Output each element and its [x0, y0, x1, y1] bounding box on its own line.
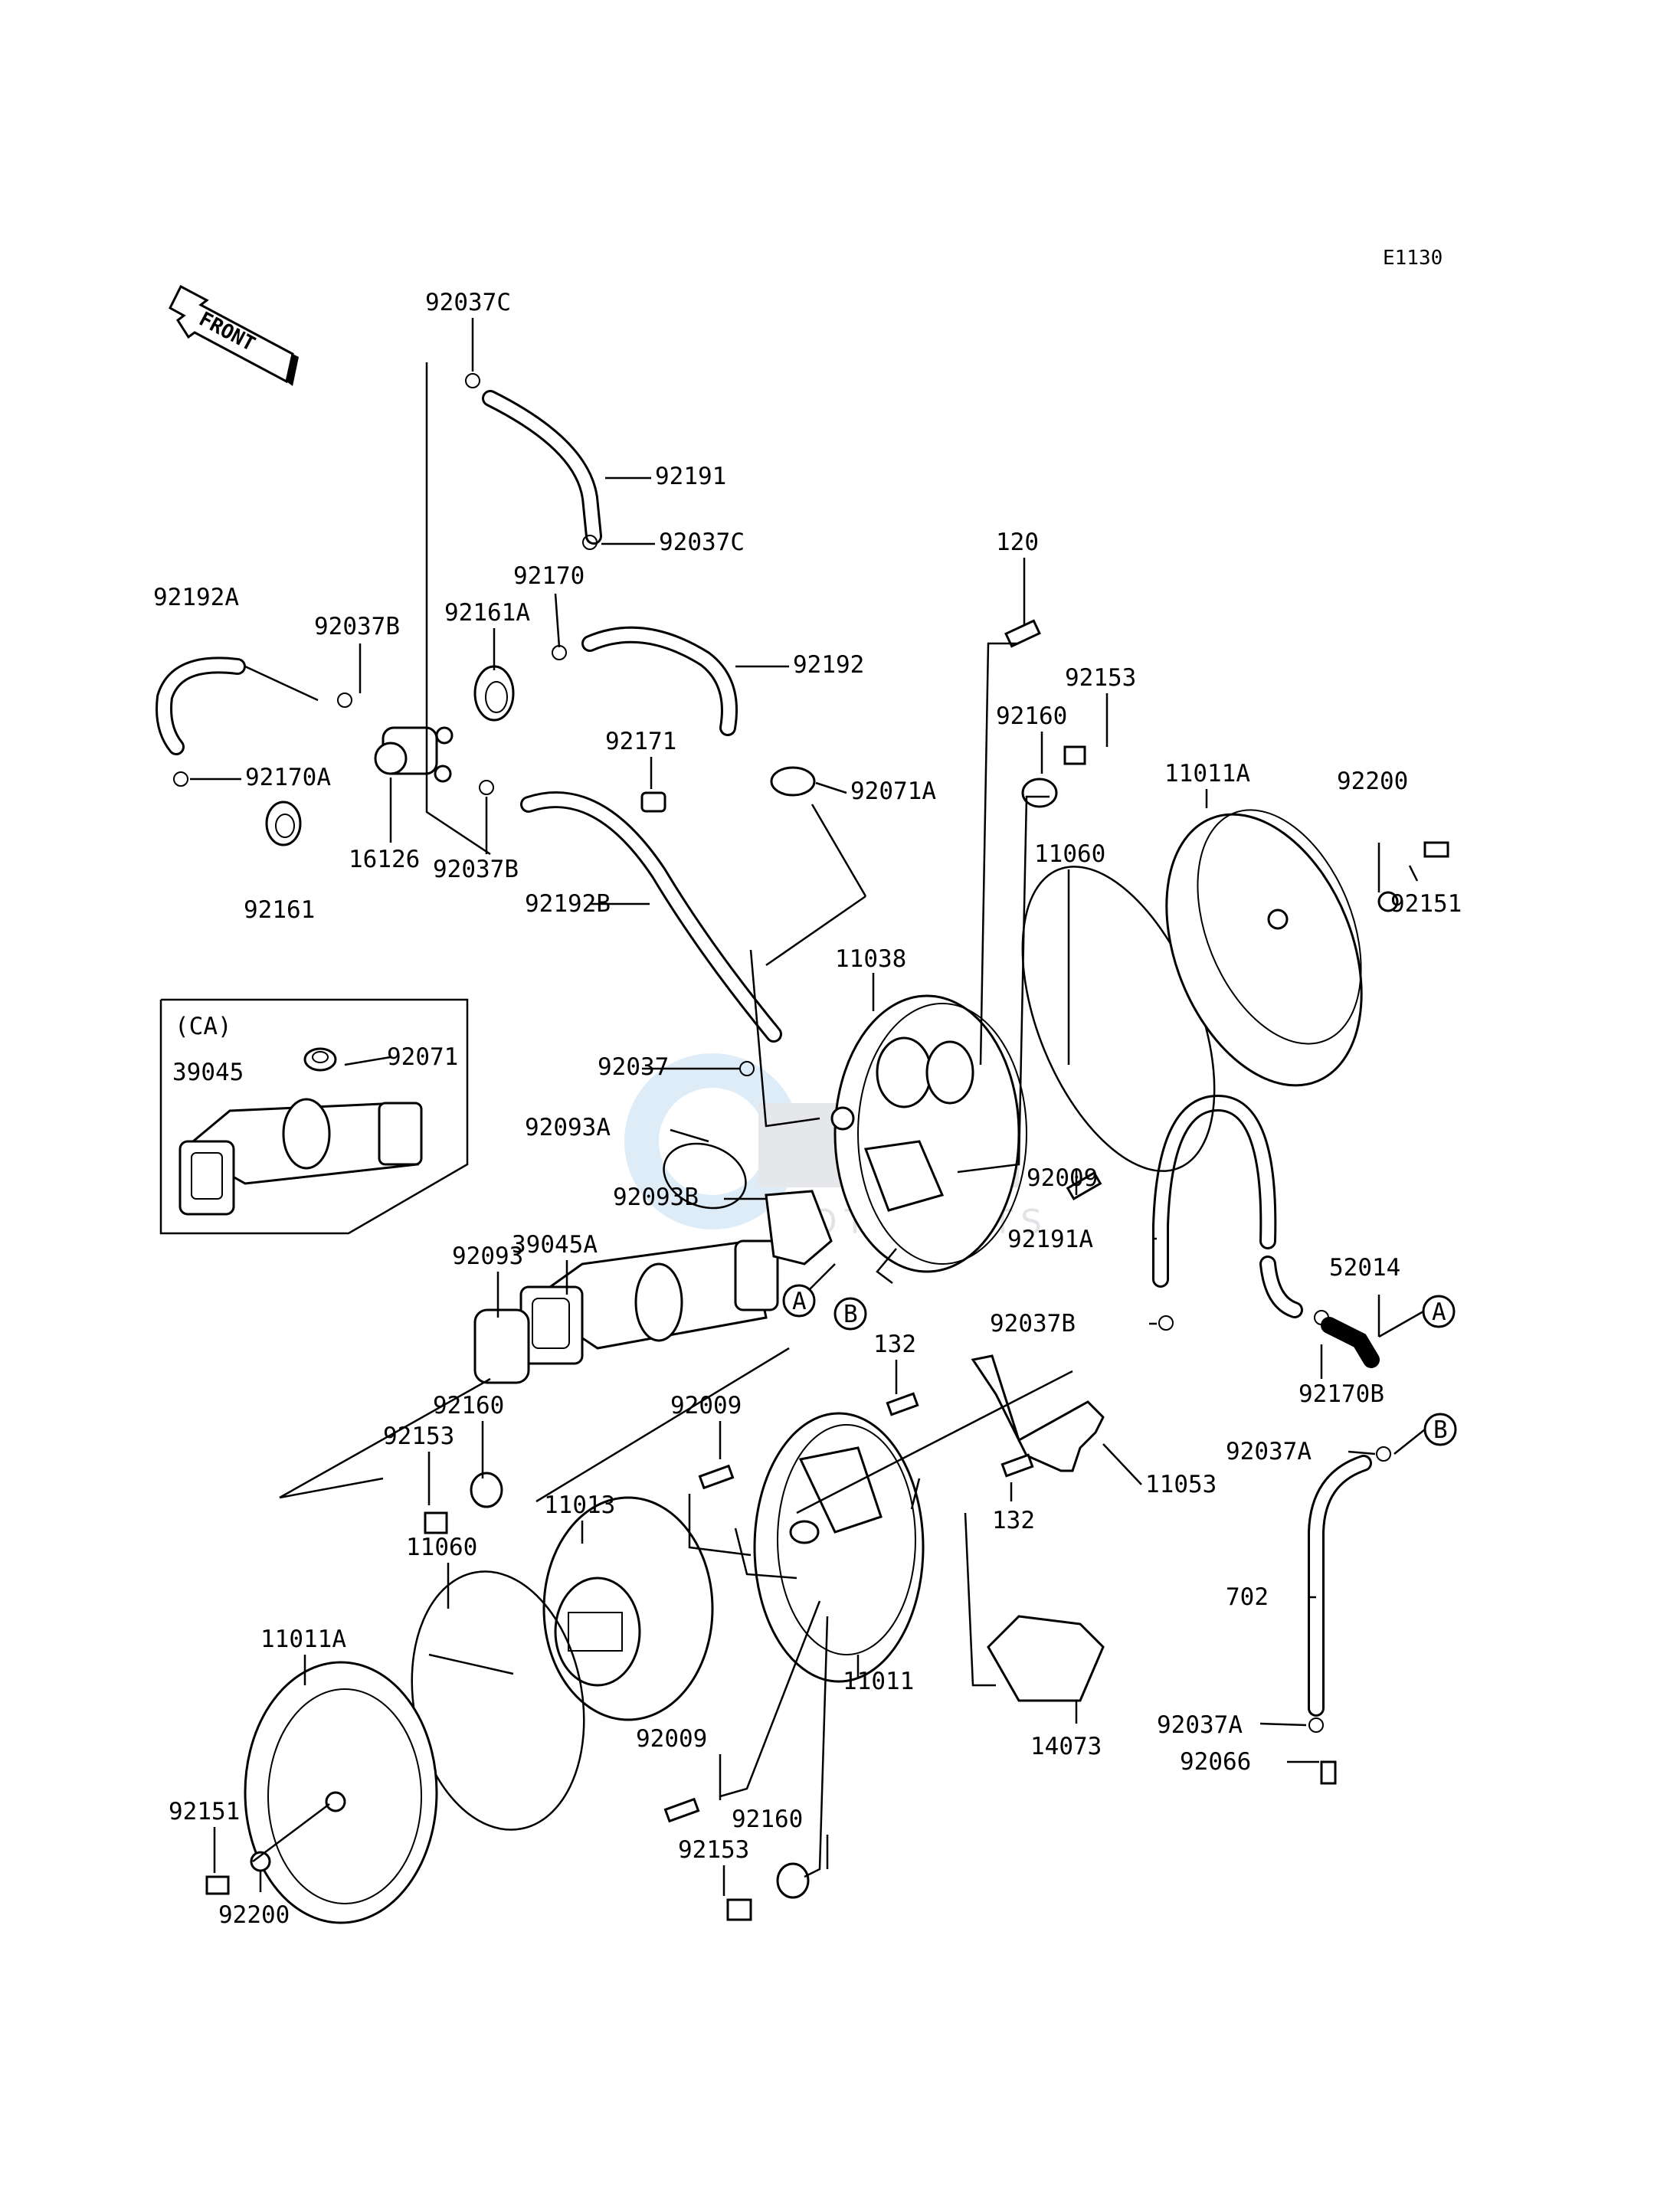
label-11060-top: 11060 [1034, 840, 1105, 868]
label-52014: 52014 [1329, 1254, 1400, 1282]
part-11038-backplate [830, 994, 1027, 1273]
label-92160-lower: 92160 [732, 1806, 803, 1833]
label-92037a-lower: 92037A [1157, 1711, 1243, 1739]
label-92009-mid: 92009 [670, 1392, 742, 1419]
part-92071a-grommet [770, 766, 816, 797]
ref-marker-a-right: A [1422, 1295, 1456, 1328]
part-11053-bracket [971, 1354, 1105, 1472]
label-92170b: 92170B [1298, 1380, 1384, 1408]
label-132-lower: 132 [992, 1507, 1035, 1534]
ca-label: (CA) [175, 1013, 232, 1040]
label-11038: 11038 [835, 945, 906, 973]
label-92161a: 92161A [444, 599, 530, 627]
label-92191a: 92191A [1007, 1226, 1093, 1253]
part-92093b-gasket [765, 1190, 833, 1265]
label-92153-mid: 92153 [383, 1423, 454, 1450]
label-92037c-top: 92037C [425, 289, 511, 316]
label-92037b-lower: 92037B [990, 1310, 1076, 1338]
label-92037a-upper: 92037A [1226, 1438, 1312, 1465]
part-11011a-cover-upper [1165, 809, 1363, 1087]
front-arrow-icon: FRONT [169, 284, 299, 386]
label-92161: 92161 [244, 896, 315, 924]
canister-39045-inset [178, 1098, 423, 1216]
label-92153-lower: 92153 [678, 1836, 749, 1864]
part-92161-cap [265, 801, 302, 846]
part-14073-reed [987, 1615, 1105, 1702]
label-92171: 92171 [605, 728, 676, 755]
label-92037b-top: 92037B [314, 613, 400, 640]
label-16126: 16126 [349, 846, 420, 873]
label-92093a: 92093A [525, 1114, 611, 1141]
label-92153-top: 92153 [1065, 664, 1136, 692]
leader-lines [190, 318, 1419, 1896]
label-92151-lower: 92151 [169, 1798, 240, 1825]
part-16126-valve [374, 726, 454, 783]
label-92170a: 92170A [245, 764, 331, 791]
label-132-upper: 132 [873, 1331, 916, 1358]
svg-text:B: B [1433, 1416, 1448, 1444]
part-11013-filter [542, 1496, 714, 1721]
label-92093: 92093 [452, 1243, 523, 1270]
part-labels: E1130 92037C 92191 92037C 92192A 92037B … [153, 247, 1462, 1929]
label-92200-lower: 92200 [218, 1901, 290, 1929]
label-11060-lower: 11060 [406, 1534, 477, 1561]
label-92071: 92071 [387, 1043, 458, 1071]
part-92161a-cap [473, 665, 515, 722]
label-92037: 92037 [598, 1053, 669, 1081]
label-92009-upper: 92009 [1027, 1164, 1098, 1192]
svg-text:A: A [792, 1288, 807, 1315]
label-14073: 14073 [1030, 1733, 1102, 1760]
label-11013: 11013 [544, 1491, 615, 1519]
part-92093-gasket [473, 1308, 530, 1384]
label-702: 702 [1226, 1583, 1269, 1611]
label-92160-top: 92160 [996, 702, 1067, 730]
part-92093a-oring [663, 1142, 747, 1210]
label-92192b: 92192B [525, 890, 611, 918]
label-39045: 39045 [172, 1059, 244, 1086]
label-92037b-mid: 92037B [433, 856, 519, 883]
ref-marker-a-left: A [782, 1284, 816, 1318]
label-11011a-lower: 11011A [260, 1626, 346, 1653]
part-11011a-cover-lower [244, 1661, 438, 1924]
label-92037c-mid: 92037C [659, 529, 745, 556]
diagram-code: E1130 [1383, 247, 1443, 270]
label-92071a: 92071A [850, 778, 936, 805]
label-92160-mid: 92160 [433, 1392, 504, 1419]
label-92200-top: 92200 [1337, 768, 1408, 795]
ca-inset-box: (CA) [159, 998, 469, 1235]
label-92170: 92170 [513, 562, 585, 590]
label-92151-top: 92151 [1390, 890, 1462, 918]
label-11011a-top: 11011A [1164, 760, 1250, 787]
part-39045a-canister [519, 1239, 779, 1365]
part-11011-baseplate [753, 1412, 925, 1683]
hoses [156, 390, 1372, 1717]
label-92066: 92066 [1180, 1748, 1251, 1776]
label-92192a: 92192A [153, 584, 239, 611]
clamp-icons [173, 373, 1391, 1733]
part-52014-elbow [1321, 1317, 1380, 1368]
label-39045a: 39045A [512, 1231, 598, 1259]
label-11011: 11011 [843, 1668, 914, 1695]
svg-text:A: A [1432, 1298, 1446, 1326]
label-11053: 11053 [1145, 1471, 1217, 1498]
label-92192: 92192 [793, 651, 864, 679]
fasteners [205, 619, 1449, 1921]
label-120: 120 [996, 529, 1039, 556]
svg-text:B: B [843, 1301, 858, 1328]
label-92009-lower: 92009 [636, 1725, 707, 1753]
label-92191: 92191 [655, 463, 726, 490]
label-92093b: 92093B [613, 1184, 699, 1211]
ref-marker-b-right: B [1423, 1413, 1457, 1446]
part-92171-clip [640, 791, 666, 813]
cap-92071-inset [303, 1047, 337, 1072]
ref-marker-b-left: B [833, 1297, 867, 1331]
